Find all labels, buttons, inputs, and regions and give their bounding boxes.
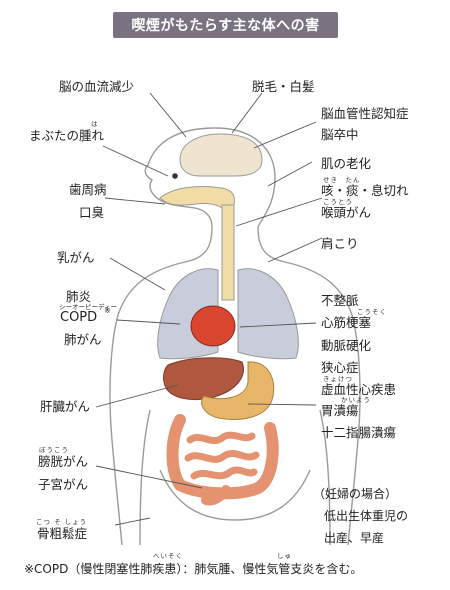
label-skin-aging: 肌の老化 — [321, 156, 372, 171]
rectum — [201, 485, 231, 506]
label-periodontal: 歯周病 — [69, 182, 107, 197]
ruby-bladder: ぼうこう — [39, 446, 69, 454]
head-outline — [144, 127, 276, 228]
label-duodenal-ulcer: 十二指腸潰瘍 — [321, 425, 397, 440]
ruby-cough: せき たん — [323, 176, 361, 184]
label-brain-blood-flow: 脳の血流減少 — [59, 79, 135, 94]
ruby-eyelid: は — [91, 120, 99, 128]
copd-asterisk: ※ — [104, 306, 112, 315]
small-intestine — [184, 431, 260, 480]
stomach — [201, 361, 275, 420]
label-arteriosclerosis: 動脈硬化 — [321, 338, 372, 353]
label-larynx-cancer: 喉頭がん — [321, 205, 372, 220]
footnote: ※COPD（慢性閉塞性肺疾患）：肺気腫、慢性気管支炎を含む。 — [24, 562, 363, 576]
label-pneumonia: 肺炎 — [66, 289, 92, 304]
label-bad-breath: 口臭 — [79, 205, 105, 220]
liver — [163, 357, 244, 401]
footnote-ruby-1: へいそく — [153, 552, 183, 560]
heart — [190, 305, 236, 347]
ruby-copd: シーオーピーディー — [59, 303, 118, 311]
label-angina: 狭心症 — [321, 360, 359, 375]
label-gastric-ulcer: 胃潰瘍 — [321, 403, 359, 418]
pregnancy-line-1: 低出生体重児の — [324, 509, 409, 523]
pregnancy-heading: （妊婦の場合） — [313, 487, 398, 501]
ruby-larynx: こうとう — [323, 198, 353, 206]
eye — [172, 173, 178, 179]
label-eyelid-swelling: まぶたの腫れ — [29, 128, 105, 143]
label-cough: 咳・痰・息切れ — [321, 183, 409, 198]
ruby-infarction: こうそく — [357, 308, 387, 316]
ruby-ischemic: きょけつ — [323, 375, 353, 383]
label-cerebrovascular-dementia: 脳血管性認知症 — [321, 106, 409, 121]
arm-inner-lines — [139, 409, 331, 546]
label-infarction: 心筋梗塞 — [321, 315, 372, 330]
label-arrhythmia: 不整脈 — [321, 293, 359, 308]
title-banner: 喫煙がもたらす主な体への害 — [113, 12, 338, 38]
label-lung-cancer: 肺がん — [64, 332, 102, 347]
right-lung — [237, 268, 299, 360]
ruby-osteoporosis: こつ そ しょう — [36, 518, 88, 526]
label-stroke: 脳卒中 — [321, 127, 359, 142]
trachea — [221, 204, 235, 301]
label-bladder-cancer: 膀胱がん — [38, 454, 89, 469]
diagram-title: 喫煙がもたらす主な体への害 — [131, 18, 320, 34]
leader-lines — [95, 92, 323, 526]
footnote-ruby-2: しゅ — [277, 552, 292, 560]
label-liver-cancer: 肝臓がん — [40, 399, 91, 414]
label-hair: 脱毛・白髪 — [252, 79, 315, 94]
label-copd: COPD — [60, 310, 98, 325]
body-outline — [109, 226, 361, 546]
torso-lower — [159, 469, 311, 521]
ruby-gastric: かいよう — [341, 396, 371, 404]
pregnancy-line-2: 出産、早産 — [324, 531, 385, 545]
label-shoulder: 肩こり — [321, 236, 359, 251]
label-ischemic: 虚血性心疾患 — [321, 382, 397, 397]
brain — [179, 133, 263, 177]
label-breast-cancer: 乳がん — [57, 250, 95, 265]
label-osteoporosis: 骨粗鬆症 — [37, 526, 88, 541]
label-uterine-cancer: 子宮がん — [38, 477, 89, 492]
